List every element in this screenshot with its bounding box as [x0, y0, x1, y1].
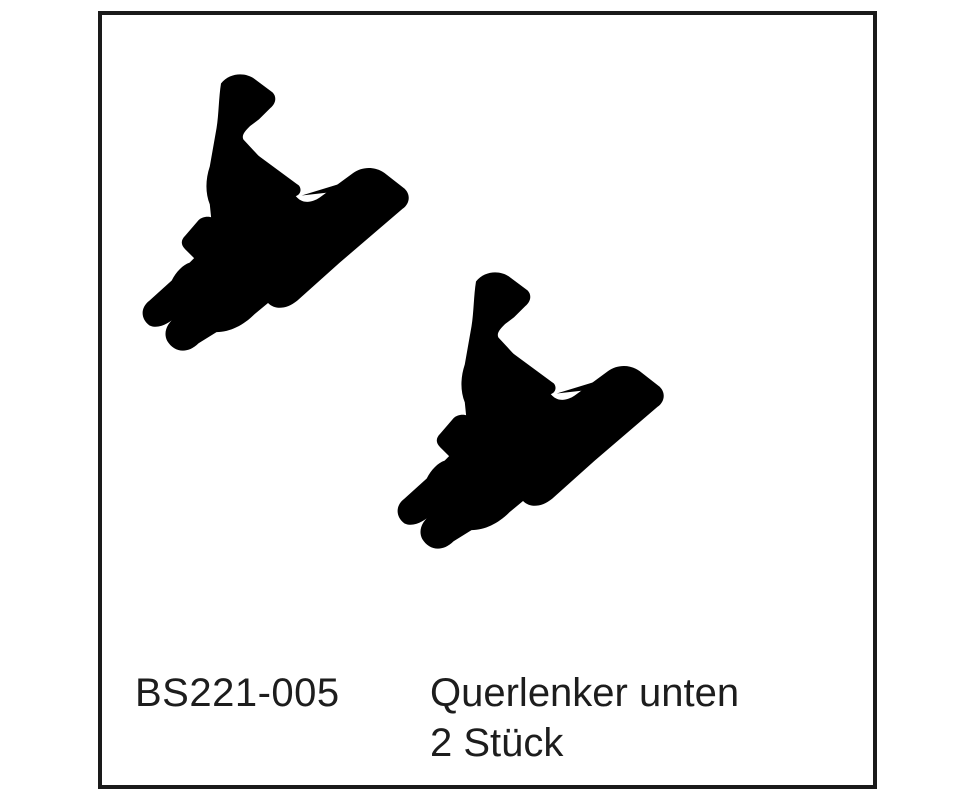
part-number: BS221-005: [135, 671, 340, 715]
suspension-arm-illustration-2: [397, 272, 664, 549]
part-quantity: 2 Stück: [430, 721, 564, 765]
part-name: Querlenker unten: [430, 671, 740, 715]
suspension-arm-illustration-1: [142, 74, 409, 351]
